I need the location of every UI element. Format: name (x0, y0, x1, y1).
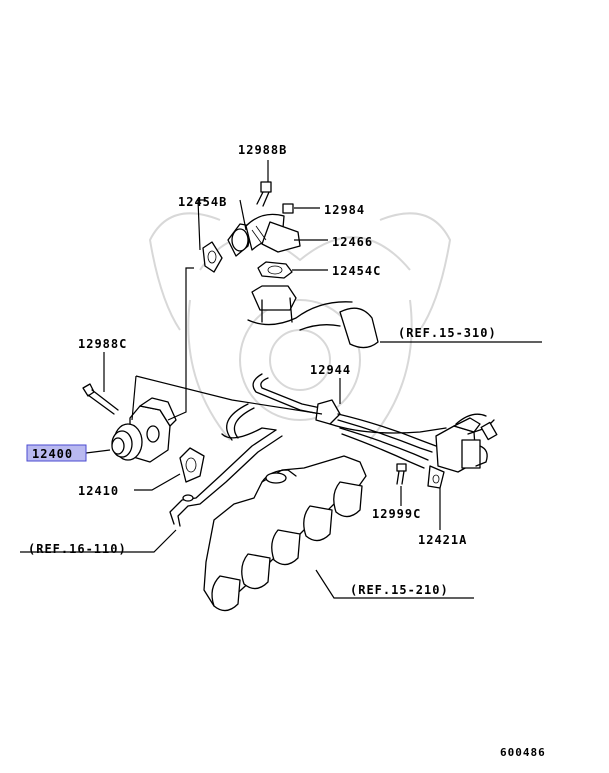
label-12984: 12984 (324, 203, 365, 217)
label-ref-16-110: (REF.16-110) (28, 542, 127, 556)
leader-lines (20, 160, 542, 599)
label-ref-15-210: (REF.15-210) (350, 583, 449, 597)
label-12454B: 12454B (178, 195, 227, 209)
pipe-12944 (221, 373, 447, 469)
label-12988B: 12988B (238, 143, 287, 157)
egr-valve-12400 (82, 383, 205, 483)
label-ref-15-310: (REF.15-310) (398, 326, 497, 340)
diagram-id: 600486 (500, 746, 546, 759)
label-12454C: 12454C (332, 264, 381, 278)
exhaust-manifold (169, 429, 367, 612)
label-12410: 12410 (78, 484, 119, 498)
label-12421A: 12421A (418, 533, 467, 547)
label-12988C: 12988C (78, 337, 127, 351)
label-12944: 12944 (310, 363, 351, 377)
intake-port-ref (247, 285, 379, 349)
highlight-box-12400 (26, 444, 87, 462)
label-12400: 12400 (32, 447, 73, 461)
label-12466: 12466 (332, 235, 373, 249)
egr-pipe-12466 (202, 181, 301, 279)
solenoid-valve-12421A (396, 413, 498, 489)
label-12999C: 12999C (372, 507, 421, 521)
